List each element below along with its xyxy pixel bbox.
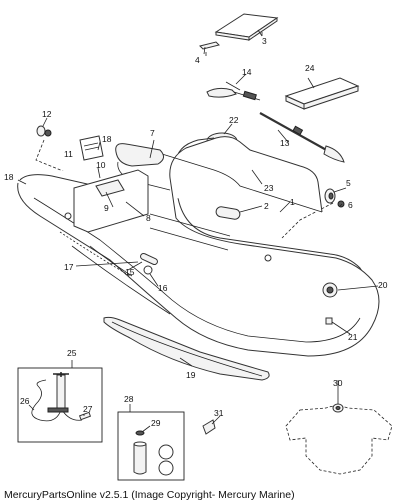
copyright-caption: MercuryPartsOnline v2.5.1 (Image Copyrig… <box>4 489 295 501</box>
pump-kit-box-part-25 <box>17 360 103 443</box>
callout-11: 11 <box>64 149 73 159</box>
callout-19: 19 <box>186 370 196 380</box>
callout-31: 31 <box>214 408 224 418</box>
valve-cap-part-12 <box>35 125 81 179</box>
callout-6: 6 <box>348 200 353 210</box>
boat-hull-part-1 <box>17 136 380 357</box>
callout-1: 1 <box>290 197 295 207</box>
callout-22: 22 <box>229 115 239 125</box>
callout-14: 14 <box>242 67 252 77</box>
repair-patch-part-11 <box>79 135 104 161</box>
cone-part-31 <box>202 419 216 435</box>
seat-board-part-3 <box>214 13 279 41</box>
oar-part-14 <box>206 81 261 101</box>
callout-10: 10 <box>96 160 106 170</box>
repair-kit-box-part-28 <box>117 404 185 481</box>
callout-2: 2 <box>264 201 269 211</box>
clip-part-4 <box>199 41 220 55</box>
callout-15: 15 <box>125 267 135 277</box>
callout-18-hull: 18 <box>4 172 14 182</box>
bench-seat-part-24 <box>284 77 360 110</box>
callout-8: 8 <box>146 213 151 223</box>
callout-25: 25 <box>67 348 77 358</box>
callout-29: 29 <box>151 418 161 428</box>
callout-27: 27 <box>83 404 93 414</box>
callout-26: 26 <box>20 396 30 406</box>
oar-part-13 <box>259 112 345 163</box>
callout-7: 7 <box>150 128 155 138</box>
callout-labels: 3 4 14 24 22 13 7 12 18 11 10 23 5 6 18 … <box>4 36 388 428</box>
callout-3: 3 <box>262 36 267 46</box>
callout-12: 12 <box>42 109 52 119</box>
callout-24: 24 <box>305 63 315 73</box>
keel-strip-part-19 <box>103 316 270 381</box>
callout-16: 16 <box>158 283 168 293</box>
callout-20: 20 <box>378 280 388 290</box>
callout-13: 13 <box>280 138 290 148</box>
callout-9: 9 <box>104 203 109 213</box>
callout-17: 17 <box>64 262 74 272</box>
boat-cover-part-30 <box>285 380 393 475</box>
callout-30: 30 <box>333 378 343 388</box>
callout-23: 23 <box>264 183 274 193</box>
callout-4: 4 <box>195 55 200 65</box>
leader-lines <box>17 32 379 433</box>
callout-21: 21 <box>348 332 358 342</box>
callout-5: 5 <box>346 178 351 188</box>
callout-18-patch: 18 <box>102 134 112 144</box>
callout-28: 28 <box>124 394 134 404</box>
